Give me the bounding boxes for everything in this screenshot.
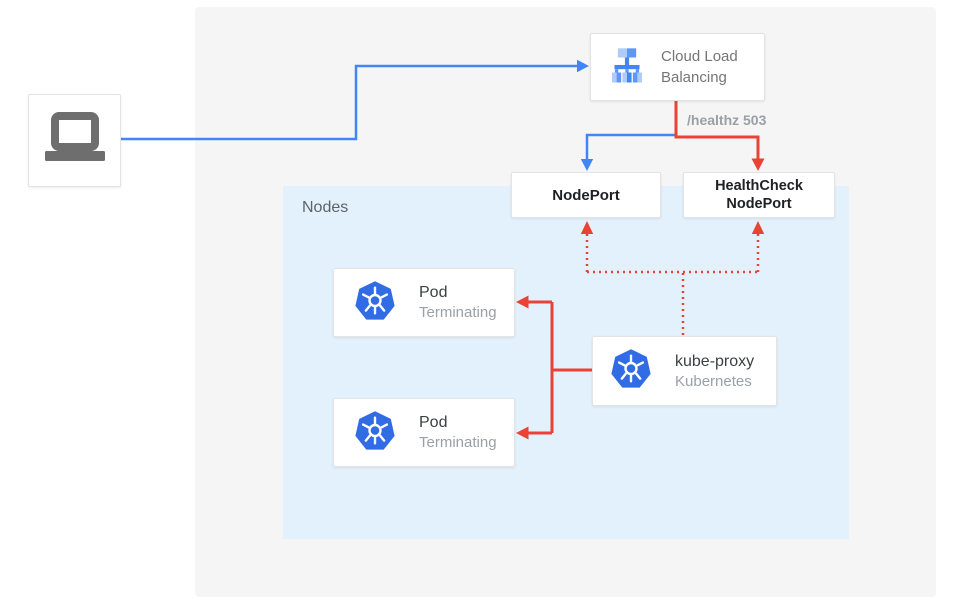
pod-bottom-title: Pod [419,414,448,431]
cloud-lb-label-line2: Balancing [661,69,727,86]
kubernetes-icon [353,279,397,327]
kubernetes-icon [353,409,397,457]
cloud-lb-label-line1: Cloud Load [661,48,738,65]
pod-top-status: Terminating [419,304,497,321]
client-box [28,94,121,187]
healthcheck-label-line2: NodePort [726,196,792,212]
pod-bottom-status: Terminating [419,434,497,451]
healthcheck-label-line1: HealthCheck [715,178,803,194]
nodeport-box: NodePort [511,172,661,218]
cloud-load-balancing-box: Cloud Load Balancing [590,33,765,101]
pod-terminating-box-top: Pod Terminating [333,268,515,337]
healthz-label: /healthz 503 [687,112,767,128]
nodes-label: Nodes [302,199,349,216]
healthcheck-nodeport-box: HealthCheck NodePort [683,172,835,218]
cloud-load-balancing-icon [607,45,647,90]
kube-proxy-box: kube-proxy Kubernetes [592,336,777,406]
kube-proxy-title: kube-proxy [675,352,755,370]
laptop-icon [42,111,108,170]
pod-top-title: Pod [419,284,448,301]
kube-proxy-subtitle: Kubernetes [675,372,752,390]
kubernetes-icon [609,347,653,395]
pod-terminating-box-bottom: Pod Terminating [333,398,515,467]
nodeport-label: NodePort [552,186,620,204]
